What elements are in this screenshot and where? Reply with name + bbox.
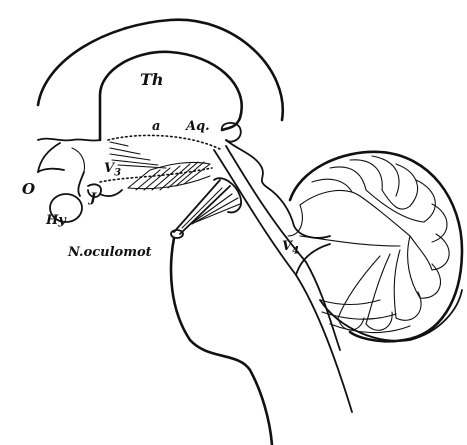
label-v4-sub: 4 — [292, 246, 299, 257]
label-v3: V3 — [104, 162, 121, 179]
label-v3-main: V — [104, 161, 114, 176]
pituitary-stalk — [78, 172, 84, 196]
optic-chiasm — [38, 169, 64, 172]
fourth-ventricle-floor — [296, 244, 330, 275]
third-ventricle-outline — [108, 135, 222, 150]
anterior-wall — [38, 143, 60, 172]
aqueduct-line-1 — [214, 150, 352, 412]
anterior-wall-inner — [72, 148, 85, 172]
label-v3-sub: 3 — [114, 168, 121, 179]
label-o: O — [22, 182, 35, 197]
oculomotor-bundle — [171, 178, 241, 238]
label-th: Th — [140, 72, 164, 88]
label-noculomot: N.oculomot — [68, 246, 152, 259]
thalamus-outline — [100, 52, 242, 140]
label-v4: V4 — [282, 240, 299, 257]
anterior-commissure-region — [38, 139, 100, 141]
brainstem-anterior — [171, 238, 272, 445]
label-hy: Hy — [46, 214, 66, 227]
label-v4-main: V — [282, 239, 292, 254]
label-a: a — [152, 120, 160, 133]
label-j: J — [90, 192, 96, 205]
pineal-outline — [222, 123, 241, 142]
label-aq: Aq. — [186, 120, 210, 133]
infundibulum — [100, 190, 122, 196]
